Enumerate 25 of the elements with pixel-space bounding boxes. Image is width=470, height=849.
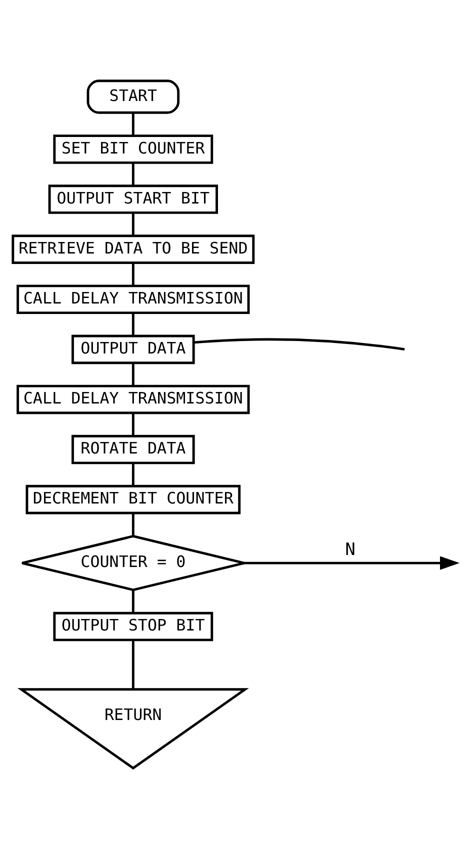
node-box: CALL DELAY TRANSMISSION (16, 284, 250, 314)
edge-label: N (345, 540, 356, 560)
connector (132, 363, 134, 386)
connector (194, 338, 405, 351)
connector (132, 263, 134, 286)
node-box: DECREMENT BIT COUNTER (26, 484, 241, 514)
node-box: START (86, 80, 180, 114)
node-box: OUTPUT STOP BIT (53, 612, 214, 642)
node-box: OUTPUT DATA (72, 334, 195, 364)
connector (132, 640, 134, 690)
node-box: ROTATE DATA (72, 434, 195, 464)
connector (132, 313, 134, 336)
arrow (244, 556, 460, 570)
connector (132, 590, 134, 613)
connector (132, 463, 134, 486)
connector (132, 213, 134, 236)
connector (132, 513, 134, 536)
node-diamond: COUNTER = 0 (20, 534, 246, 592)
node-box: CALL DELAY TRANSMISSION (16, 384, 250, 414)
connector (132, 162, 134, 186)
connector (132, 112, 134, 136)
node-box: SET BIT COUNTER (53, 134, 214, 164)
node-box: OUTPUT START BIT (48, 184, 218, 214)
connector (132, 413, 134, 436)
node-box: RETRIEVE DATA TO BE SEND (12, 234, 255, 264)
